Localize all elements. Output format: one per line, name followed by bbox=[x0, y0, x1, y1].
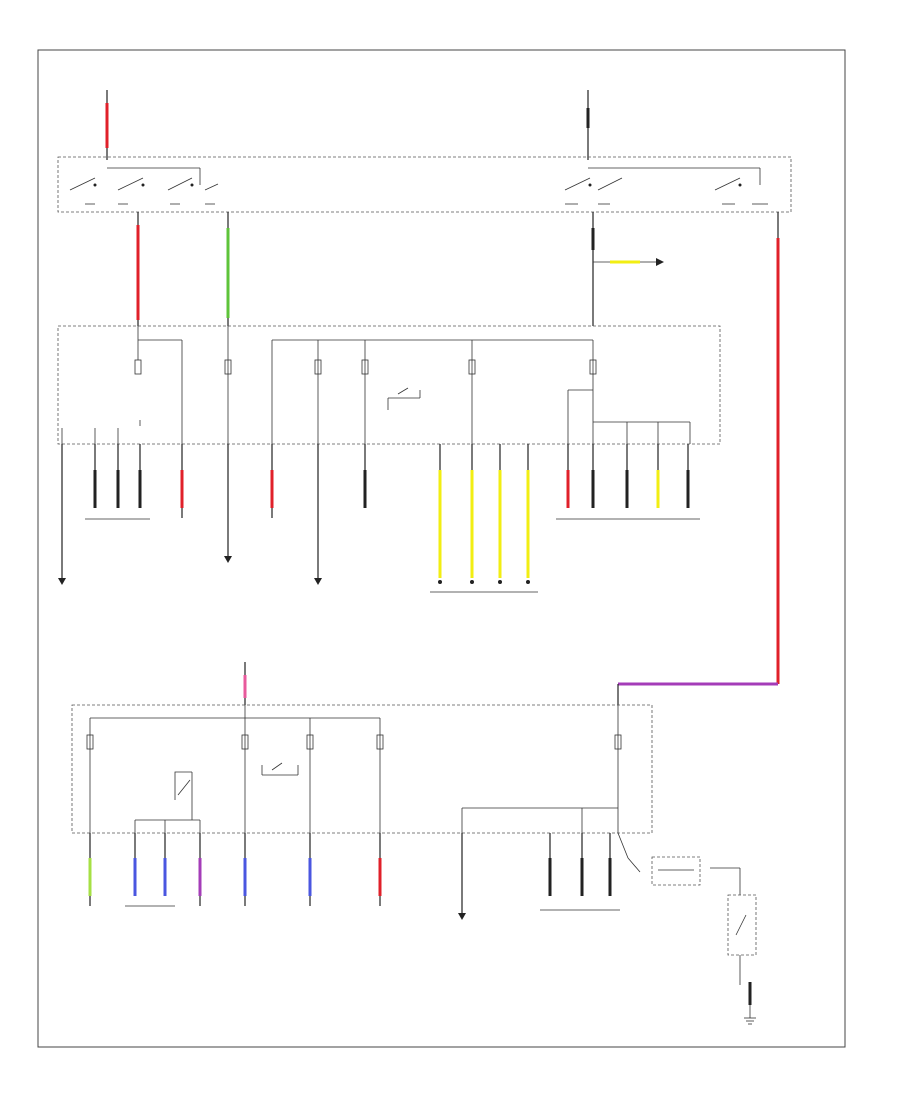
bottom-fuse-box bbox=[71, 704, 653, 834]
relay-middle bbox=[387, 387, 421, 410]
ignition-switch-contacts-right bbox=[564, 167, 768, 205]
middle-section bbox=[57, 212, 780, 684]
top-section bbox=[57, 90, 792, 213]
bottom-section bbox=[71, 662, 778, 834]
bottom-output-wires bbox=[88, 832, 757, 1025]
ignition-switch-contacts-left bbox=[69, 167, 219, 205]
relay-bottom-right bbox=[617, 832, 757, 1025]
middle-output-wires bbox=[58, 444, 700, 593]
diagram-frame bbox=[37, 49, 846, 1048]
relay-bottom-mid bbox=[261, 762, 299, 776]
ignition-switch-box bbox=[57, 156, 792, 213]
middle-fuse-box bbox=[57, 325, 721, 445]
relay-bottom-left bbox=[134, 771, 201, 833]
